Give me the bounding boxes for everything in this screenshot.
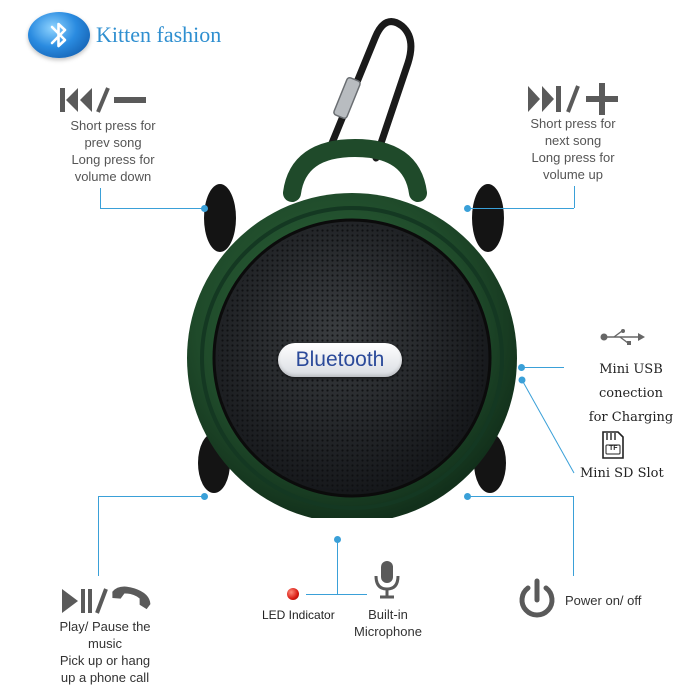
mic-connector-h xyxy=(337,594,367,595)
speaker-image xyxy=(180,8,530,523)
next-connector-h xyxy=(468,208,574,209)
power-connector-h xyxy=(467,496,573,497)
led-connector-h xyxy=(306,594,337,595)
prev-connector-h xyxy=(100,208,204,209)
power-connector-dot xyxy=(464,493,471,500)
prev-description: Short press for prev song Long press for… xyxy=(70,118,156,184)
prev-volume-down-icon xyxy=(58,84,150,121)
mic-label: Built-in Microphone xyxy=(354,607,422,639)
sd-label: Mini SD Slot xyxy=(580,466,664,481)
play-pause-phone-icon xyxy=(60,584,156,623)
sd-card-text: TF xyxy=(609,445,618,452)
brand: Kitten fashion xyxy=(28,12,221,58)
prev-connector-v xyxy=(100,188,101,208)
sd-connector xyxy=(518,376,575,474)
led-icon xyxy=(287,588,299,600)
usb-connector-dot xyxy=(518,364,525,371)
usb-label: Mini USB conection for Charging xyxy=(588,362,674,425)
led-mic-connector-dot xyxy=(334,536,341,543)
bluetooth-icon xyxy=(28,12,90,58)
sd-card-icon: TF xyxy=(600,430,626,465)
next-description: Short press for next song Long press for… xyxy=(530,116,616,182)
next-connector-v xyxy=(574,186,575,208)
bluetooth-badge: Bluetooth xyxy=(278,343,402,377)
play-connector-dot xyxy=(201,493,208,500)
power-icon xyxy=(516,578,558,627)
prev-connector-dot xyxy=(201,205,208,212)
play-connector-h xyxy=(98,496,204,497)
next-volume-up-icon xyxy=(526,82,622,121)
usb-connector-h xyxy=(522,367,564,368)
usb-icon xyxy=(600,328,646,351)
play-description: Play/ Pause the music Pick up or hang up… xyxy=(59,619,151,685)
microphone-icon xyxy=(372,560,402,605)
play-connector-v xyxy=(98,496,99,576)
power-connector-v xyxy=(573,496,574,576)
led-label: LED Indicator xyxy=(262,608,335,622)
next-connector-dot xyxy=(464,205,471,212)
led-mic-connector-v xyxy=(337,540,338,594)
brand-name: Kitten fashion xyxy=(96,22,222,47)
power-label: Power on/ off xyxy=(565,593,642,608)
